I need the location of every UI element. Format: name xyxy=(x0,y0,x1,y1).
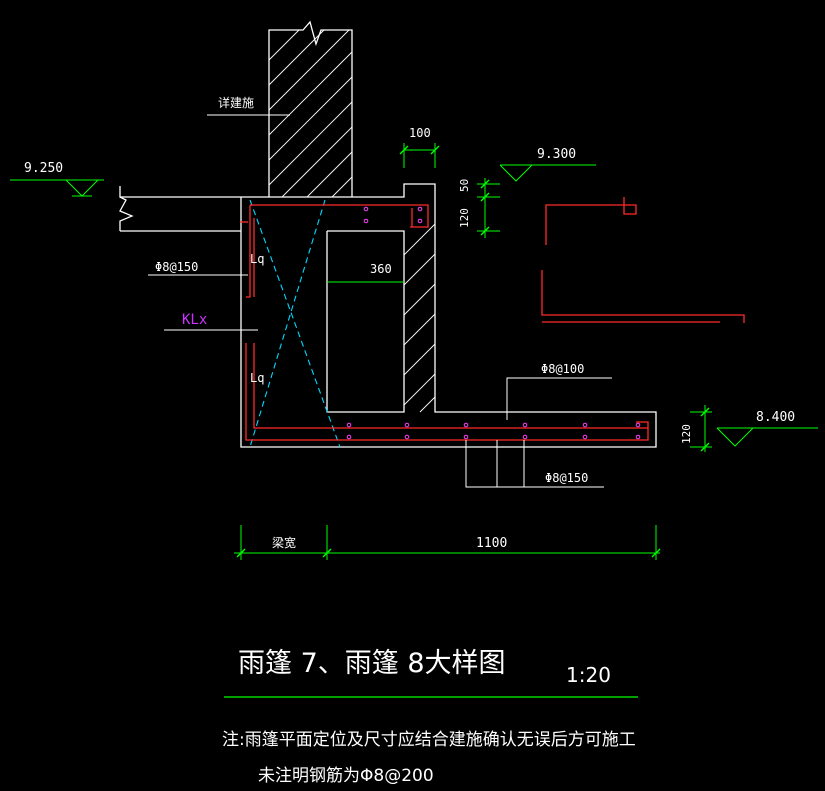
level-bottom-right-text: 8.400 xyxy=(756,410,795,425)
dimension-lines xyxy=(234,143,712,560)
level-marker-bottom-right xyxy=(716,427,818,447)
lq-top-text: Lq xyxy=(250,252,264,266)
section-outline xyxy=(119,183,657,448)
dimension-ticks xyxy=(236,145,710,558)
wall-above xyxy=(268,20,353,197)
rebar-lines xyxy=(240,197,745,441)
wall-hatch xyxy=(268,29,353,198)
rebar-leaders xyxy=(148,274,612,488)
dim-50-text: 50 xyxy=(458,179,471,192)
upstand-hatch xyxy=(403,223,436,413)
dim-360-text: 360 xyxy=(370,262,392,276)
level-top-right-text: 9.300 xyxy=(537,147,576,162)
dim-1100-text: 1100 xyxy=(476,536,507,551)
level-marker-left xyxy=(10,179,104,197)
rebar-150-left-text: Φ8@150 xyxy=(155,260,198,274)
rebar-100-text: Φ8@100 xyxy=(541,362,584,376)
drawing-title: 雨篷 7、雨篷 8大样图 xyxy=(238,648,506,679)
arch-wall-label: 详建施 xyxy=(218,95,254,110)
note-line-1: 注:雨篷平面定位及尺寸应结合建施确认无误后方可施工 xyxy=(222,730,636,750)
hidden-lines xyxy=(249,199,341,448)
level-left-text: 9.250 xyxy=(24,161,63,176)
rebar-dots xyxy=(346,206,641,440)
note-line-2: 未注明钢筋为Φ8@200 xyxy=(258,766,434,786)
beam-width-text: 梁宽 xyxy=(272,535,296,550)
dim-100-text: 100 xyxy=(409,126,431,140)
beam-tag-text: KLx xyxy=(182,312,207,328)
rebar-150-bottom-text: Φ8@150 xyxy=(545,471,588,485)
drawing-scale: 1:20 xyxy=(566,663,611,687)
level-marker-top-right xyxy=(499,164,596,182)
lq-bottom-text: Lq xyxy=(250,371,264,385)
dim-120-bottom-text: 120 xyxy=(680,424,693,444)
dim-120-top-text: 120 xyxy=(458,208,471,228)
